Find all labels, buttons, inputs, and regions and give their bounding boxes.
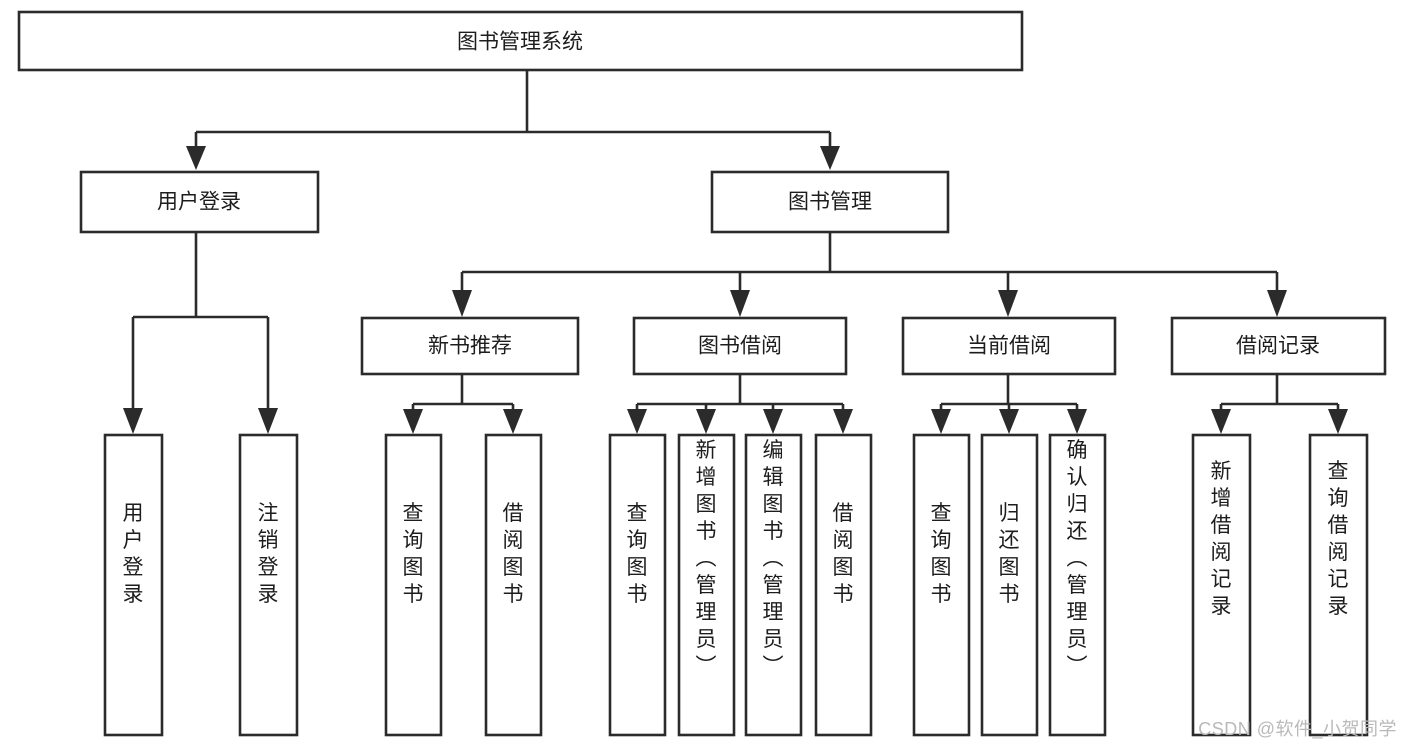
arrow-head-leaf-edit-book [763,409,783,434]
node-current-borrow-box[interactable] [901,316,1117,376]
node-user-login[interactable]: 用户登录 [79,170,320,234]
node-leaf-query-book-2[interactable]: 查询图书 [608,433,667,737]
node-borrow-record-box[interactable] [1170,316,1387,376]
node-leaf-borrow-book-1-box[interactable] [484,433,543,737]
node-leaf-user-login[interactable]: 用户登录 [103,433,164,737]
node-book-manage[interactable]: 图书管理 [710,170,950,234]
node-leaf-query-book-3-label: 查询图书 [931,502,952,606]
node-leaf-borrow-book-2-box[interactable] [814,433,873,737]
node-leaf-logout-login[interactable]: 注销登录 [238,433,299,737]
node-leaf-return-book-label: 归还图书 [999,502,1020,606]
node-leaf-query-record-label: 查询借阅记录 [1328,460,1349,618]
connector-group-root [186,70,840,170]
node-leaf-add-record-box[interactable] [1191,433,1252,737]
node-leaf-borrow-book-2[interactable]: 借阅图书 [814,433,873,737]
node-leaf-query-book-2-box[interactable] [608,433,667,737]
node-leaf-logout-login-box[interactable] [238,433,299,737]
node-leaf-return-book-box[interactable] [980,433,1039,737]
node-leaf-return-book[interactable]: 归还图书 [980,433,1039,737]
arrow-head-leaf-logout-login [258,408,278,434]
node-borrow-record-label: 借阅记录 [1236,335,1320,358]
node-current-borrow[interactable]: 当前借阅 [901,316,1117,376]
arrow-head-leaf-user-login [123,408,143,434]
arrow-head-leaf-borrow-book-2 [833,409,853,434]
arrow-head-leaf-borrow-book-1 [503,409,523,434]
node-leaf-add-book-label: 新增图书︵管理员︶ [696,439,717,678]
node-book-manage-box[interactable] [710,170,950,234]
node-leaf-edit-book[interactable]: 编辑图书︵管理员︶ [744,433,803,737]
node-leaf-query-book-2-label: 查询图书 [627,502,648,606]
node-book-borrow-box[interactable] [632,316,848,376]
arrow-head-current-borrow [998,290,1018,317]
node-leaf-query-book-3-box[interactable] [912,433,971,737]
node-leaf-edit-book-box[interactable] [744,433,803,737]
arrow-head-leaf-add-book [696,409,716,434]
node-root-box[interactable] [17,10,1024,72]
connector-group-book-borrow [627,374,853,434]
arrow-head-leaf-add-record [1211,409,1231,434]
arrow-head-borrow-record [1267,290,1287,317]
node-leaf-query-record-box[interactable] [1308,433,1369,737]
node-user-login-box[interactable] [79,170,320,234]
node-new-book-recommend-label: 新书推荐 [428,335,512,358]
arrow-head-book-manage [820,146,840,170]
node-root[interactable]: 图书管理系统 [17,10,1024,72]
node-leaf-confirm-return[interactable]: 确认归还︵管理员︶ [1048,433,1107,737]
node-leaf-query-book-1-box[interactable] [384,433,443,737]
node-leaf-add-record-label: 新增借阅记录 [1211,460,1232,618]
node-leaf-add-book-box[interactable] [677,433,736,737]
node-leaf-confirm-return-box[interactable] [1048,433,1107,737]
node-leaf-query-book-1[interactable]: 查询图书 [384,433,443,737]
node-root-label: 图书管理系统 [457,31,583,54]
node-leaf-query-record[interactable]: 查询借阅记录 [1308,433,1369,737]
node-leaf-borrow-book-2-label: 借阅图书 [833,502,854,606]
connector-group-new-book-recommend [403,374,523,434]
node-leaf-user-login-box[interactable] [103,433,164,737]
connector-group-user-login [123,232,278,434]
node-leaf-edit-book-label: 编辑图书︵管理员︶ [763,439,784,678]
node-leaf-logout-login-label: 注销登录 [258,502,279,606]
connector-group-book-manage [452,232,1287,317]
arrow-head-leaf-query-book-3 [931,409,951,434]
node-current-borrow-label: 当前借阅 [967,335,1051,358]
node-new-book-recommend-box[interactable] [360,316,580,376]
node-borrow-record[interactable]: 借阅记录 [1170,316,1387,376]
arrow-head-user-login [186,146,206,170]
node-leaf-user-login-label: 用户登录 [123,502,144,606]
arrow-head-book-borrow [730,290,750,317]
node-leaf-borrow-book-1-label: 借阅图书 [503,502,524,606]
connector-group-current-borrow [931,374,1087,434]
node-leaf-add-book[interactable]: 新增图书︵管理员︶ [677,433,736,737]
arrow-head-leaf-query-book-2 [627,409,647,434]
arrow-head-new-book-recommend [452,290,472,317]
node-leaf-query-book-3[interactable]: 查询图书 [912,433,971,737]
node-leaf-query-book-1-label: 查询图书 [403,502,424,606]
node-book-borrow[interactable]: 图书借阅 [632,316,848,376]
node-leaf-borrow-book-1[interactable]: 借阅图书 [484,433,543,737]
node-user-login-label: 用户登录 [157,191,241,214]
arrow-head-leaf-return-book [999,409,1019,434]
node-book-borrow-label: 图书借阅 [698,335,782,358]
node-leaf-confirm-return-label: 确认归还︵管理员︶ [1067,439,1088,678]
node-book-manage-label: 图书管理 [788,191,872,214]
arrow-head-leaf-confirm-return [1067,409,1087,434]
connector-group-borrow-record [1211,374,1348,434]
arrow-head-leaf-query-record [1328,409,1348,434]
arrow-head-leaf-query-book-1 [403,409,423,434]
node-new-book-recommend[interactable]: 新书推荐 [360,316,580,376]
node-leaf-add-record[interactable]: 新增借阅记录 [1191,433,1252,737]
